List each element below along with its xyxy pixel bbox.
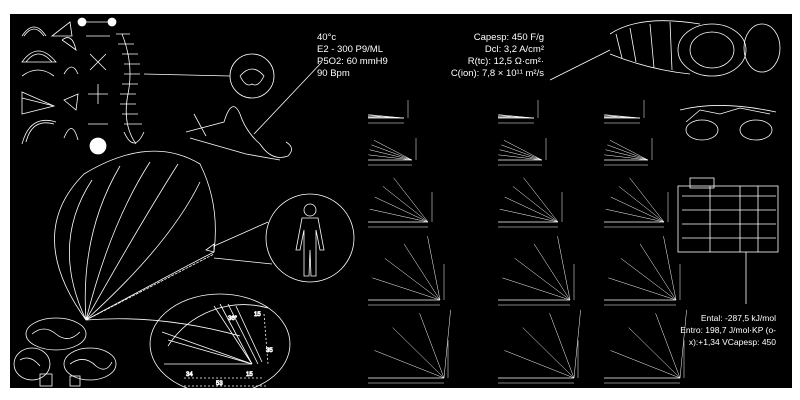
e2-text: E2 - 300 P9/ML (317, 44, 384, 55)
fan-diagram (498, 138, 547, 166)
spine-sketch (116, 33, 145, 145)
dim-label-53: 53 (216, 381, 223, 387)
reclining-figure (185, 61, 323, 161)
vitals-block: 40°c E2 - 300 P9/ML P5O2: 60 mmH9 90 Bpm (317, 32, 388, 80)
fan-diagram (498, 236, 575, 306)
human-figure-callout (213, 193, 355, 283)
capesp-text: Capesp: 450 F/g (473, 32, 544, 43)
fan-diagram-grid (368, 100, 687, 384)
temp-text: 40°c (317, 32, 337, 43)
line-art: 34 15 53 36° 15 35 (13, 17, 781, 388)
symbol-column (77, 17, 117, 155)
dim-label-35: 35 (266, 348, 273, 354)
dim-label-15b: 15 (254, 312, 261, 318)
fan-diagram (604, 138, 653, 166)
dcl-text: Dcl: 3,2 A/cm² (484, 44, 544, 55)
fan-diagram (498, 309, 581, 384)
fan-diagram (368, 309, 451, 384)
fan-detail-ellipse (149, 293, 291, 388)
brain-sketches (13, 317, 117, 387)
rtc-text: R(tc): 12,5 Ω·cm²· (467, 56, 544, 67)
canopy-sketch (54, 150, 241, 337)
fan-diagram (498, 100, 539, 124)
pso2-text: P5O2: 60 mmH9 (317, 56, 388, 67)
fan-diagram (368, 138, 417, 166)
cion-text: C(ion): 7,8 × 10¹¹ m²/s (450, 68, 544, 79)
x-text: x):+1,34 VCapesp: 450 (688, 337, 776, 347)
fan-diagram (604, 236, 681, 306)
ental-text: Ental: -287,5 kJ/mol (700, 313, 776, 323)
vertebra-callout (143, 53, 275, 99)
dim-label-15: 15 (246, 372, 253, 378)
fan-diagram (368, 236, 445, 306)
artboard: 34 15 53 36° 15 35 40°c E2 - 300 P9/ML P… (10, 14, 792, 388)
electro-block: Capesp: 450 F/g Dcl: 3,2 A/cm² R(tc): 12… (451, 32, 544, 80)
fan-diagram (498, 177, 563, 228)
wing-sketches (21, 21, 79, 145)
entro-text: Entro: 198,7 J/mol·KP (o- (680, 325, 776, 335)
heart-rate-text: 90 Bpm (317, 68, 350, 79)
machine-sketches (549, 20, 781, 304)
dim-label-angle: 36° (228, 316, 238, 322)
fan-diagram (604, 100, 645, 124)
dim-label-34: 34 (186, 372, 193, 378)
fan-diagram (368, 177, 433, 228)
thermo-block: Ental: -287,5 kJ/mol Entro: 198,7 J/mol·… (680, 312, 776, 348)
fan-diagram (368, 100, 409, 124)
fan-diagram (604, 177, 669, 228)
fan-diagram (604, 309, 687, 384)
